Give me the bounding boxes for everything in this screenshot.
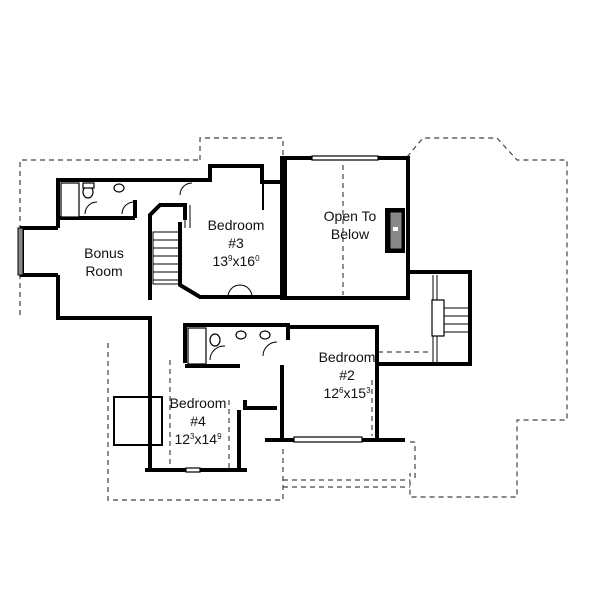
svg-text:139x160: 139x160 [212,253,260,269]
svg-text:Bedroom: Bedroom [170,395,227,411]
svg-text:123x149: 123x149 [174,431,222,447]
open-to-below [280,155,410,300]
svg-text:Room: Room [85,263,122,279]
svg-text:#2: #2 [339,367,355,383]
room-label-bedroom-2: Bedroom #2 126x153 [319,349,376,401]
svg-text:#3: #3 [228,235,244,251]
window [17,227,24,276]
door-swing [179,182,193,196]
sink-icon [259,330,271,340]
toilet-tank-icon [82,182,95,189]
toilet-icon [209,333,221,347]
roof-outline [19,137,568,501]
bathtub-icon [187,327,207,365]
closet-doors [227,284,253,298]
right-stairs [378,270,472,366]
bath-1-fixtures [60,182,193,218]
sink-icon [113,183,125,193]
room-label-open-to-below: Open To Below [324,208,377,242]
door-swing [84,201,98,215]
svg-text:Bedroom: Bedroom [208,217,265,233]
bedroom-2-walls [243,325,405,443]
svg-text:Below: Below [331,226,370,242]
svg-text:#4: #4 [190,413,206,429]
main-stairs [152,205,191,285]
room-label-bedroom-3: Bedroom #3 139x160 [208,217,265,269]
door-swing [209,345,226,361]
bedroom-3-walls [178,160,287,300]
svg-text:Open To: Open To [324,208,377,224]
room-label-bedroom-4: Bedroom #4 123x149 [170,395,227,447]
svg-text:Bedroom: Bedroom [319,349,376,365]
svg-text:126x153: 126x153 [323,385,371,401]
room-label-bonus: Bonus Room [84,245,124,279]
door-swing [121,201,135,215]
bath-2 [183,323,290,368]
window [293,436,363,443]
door-swing [262,341,278,357]
bathtub-icon [60,182,80,218]
sink-icon [235,330,247,340]
bedroom-4-walls [113,360,241,473]
svg-text:Bonus: Bonus [84,245,124,261]
